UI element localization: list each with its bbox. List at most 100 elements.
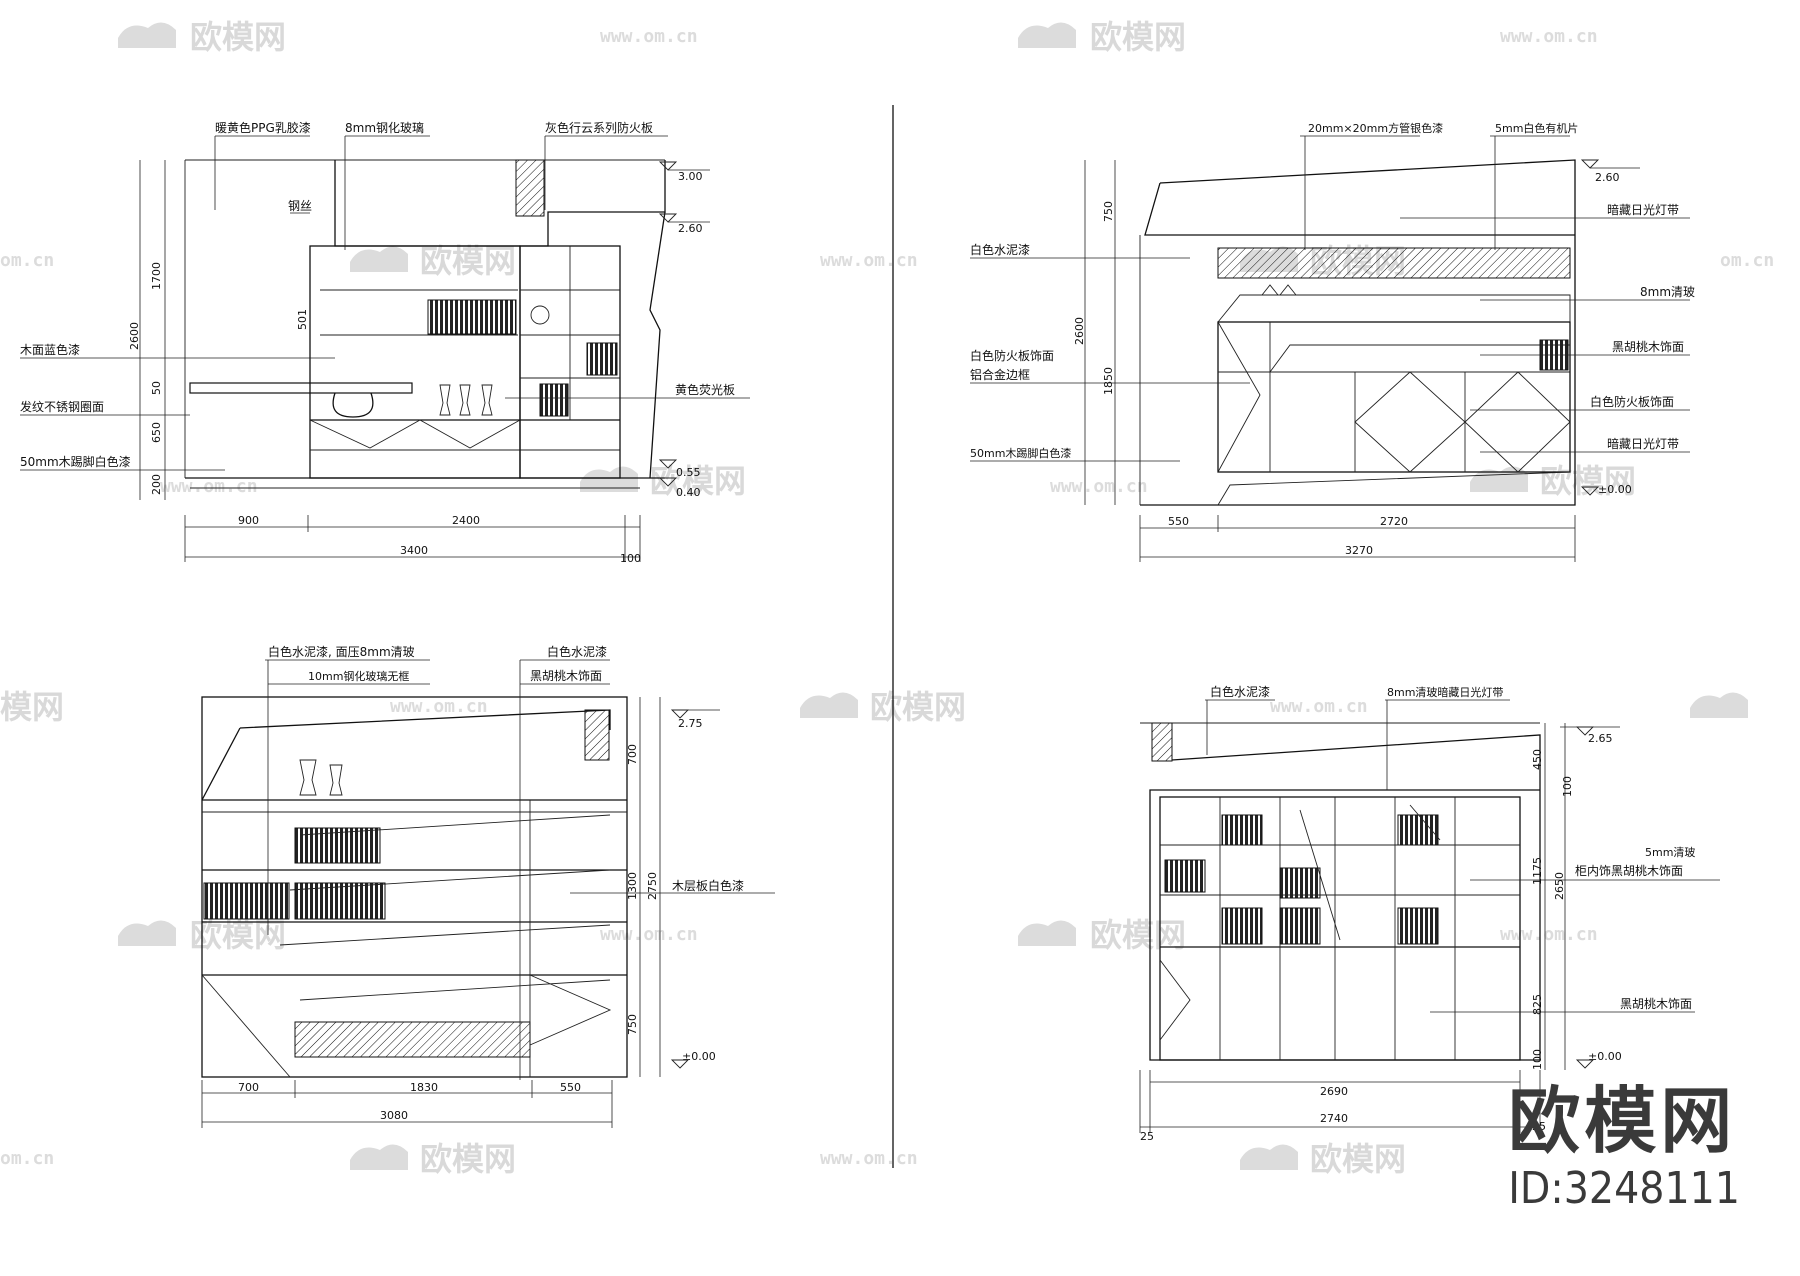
svg-text:±0.00: ±0.00 <box>682 1050 716 1063</box>
watermark-brand-text: 欧模网 <box>420 1140 516 1178</box>
label-yellow-board: 黄色荧光板 <box>675 383 735 397</box>
dim-value: 3400 <box>400 544 428 557</box>
dim-value: 2750 <box>646 872 659 900</box>
level-mark: 2.75 <box>670 709 720 730</box>
dim-value: 550 <box>1168 515 1189 528</box>
dim-value: 501 <box>296 309 309 330</box>
books <box>539 383 569 417</box>
watermark-brand-tail: 模网 <box>0 688 64 726</box>
books <box>294 827 381 864</box>
label-cement: 白色水泥漆 <box>970 242 1030 257</box>
dim-value: 100 <box>620 552 641 565</box>
label-walnut: 黑胡桃木饰面 <box>530 668 602 683</box>
brand-block: 欧模网 ID:3248111 <box>1508 1085 1740 1216</box>
display-wall <box>309 245 521 479</box>
books <box>1397 907 1439 945</box>
elevation-a: 暖黄色PPG乳胶漆 8mm钢化玻璃 灰色行云系列防火板 钢丝 木面蓝色漆 发纹不… <box>20 120 750 565</box>
elevation-c: 白色水泥漆, 面压8mm清玻 10mm钢化玻璃无框 白色水泥漆 黑胡桃木饰面 木… <box>201 644 775 1128</box>
dim-value: 700 <box>626 744 639 765</box>
brand-id: ID:3248111 <box>1508 1163 1740 1215</box>
label-paint-top: 暖黄色PPG乳胶漆 <box>215 120 311 135</box>
ceiling-slope <box>1144 182 1575 236</box>
dim-value: 1830 <box>410 1081 438 1094</box>
label-fire-panel-right: 白色防火板饰面 <box>1590 394 1674 409</box>
elevation-d: 白色水泥漆 8mm清玻暗藏日光灯带 5mm清玻 柜内饰黑胡桃木饰面 黑胡桃木饰面… <box>1139 684 1720 1143</box>
watermark-logo: 欧模网 <box>350 1140 516 1178</box>
soffit <box>334 160 666 247</box>
watermark-url: www.om.cn <box>1500 26 1598 47</box>
outline <box>201 696 628 1078</box>
dim-value: 1850 <box>1102 367 1115 395</box>
watermark-url: www.om.cn <box>820 1148 918 1169</box>
books <box>1164 859 1206 893</box>
steel-ring <box>332 392 374 418</box>
books <box>294 882 386 920</box>
watermark-logo: 欧模网 <box>800 688 966 726</box>
diamond <box>1464 371 1571 473</box>
dim-value: 650 <box>150 422 163 443</box>
books <box>1279 867 1321 899</box>
side-panel <box>649 211 666 479</box>
label-steel: 发纹不锈钢圈面 <box>20 399 104 414</box>
vase <box>299 759 317 796</box>
books <box>1279 907 1321 945</box>
watermark-url: www.om.cn <box>1050 476 1148 497</box>
watermark-logo: 欧模网 <box>1018 916 1186 954</box>
watermark-url: www.om.cn <box>820 250 918 271</box>
outline <box>1140 159 1576 506</box>
vase <box>459 384 471 416</box>
svg-text:±0.00: ±0.00 <box>1588 1050 1622 1063</box>
dim-value: 550 <box>560 1081 581 1094</box>
cabinet <box>1217 321 1571 473</box>
dim-value: 25 <box>1140 1130 1154 1143</box>
diamond <box>1354 371 1466 473</box>
dim-value: 750 <box>1102 201 1115 222</box>
watermark-logo: 欧模网 <box>1018 18 1186 56</box>
watermark-layer: 欧模网 www.om.cn 欧模网 www.om.cn om.cn 欧模网 ww… <box>0 18 1774 1178</box>
label-tube: 20mm×20mm方管银色漆 <box>1308 121 1443 135</box>
books <box>1221 907 1263 945</box>
dim-value: 700 <box>238 1081 259 1094</box>
dim-value: 200 <box>150 474 163 495</box>
watermark-logo: 欧模网 <box>350 242 516 280</box>
dim-value: 2740 <box>1320 1112 1348 1125</box>
watermark-brand-text: 欧模网 <box>1540 462 1636 500</box>
dim-value: 2600 <box>128 322 141 350</box>
dim-value: 750 <box>626 1014 639 1035</box>
watermark-brand-text: 欧模网 <box>1310 1140 1406 1178</box>
watermark-brand-text: 欧模网 <box>1090 916 1186 954</box>
watermark-brand-text: 欧模网 <box>1090 18 1186 56</box>
dim-value: 100 <box>1531 1049 1544 1070</box>
svg-text:±0.00: ±0.00 <box>1598 483 1632 496</box>
dim-value: 450 <box>1531 749 1544 770</box>
watermark-url: www.om.cn <box>1270 696 1368 717</box>
label-shelf: 木层板白色漆 <box>672 878 744 893</box>
kick-slope <box>1217 471 1571 506</box>
flower-decor <box>530 305 550 325</box>
label-cement: 白色水泥漆 <box>547 644 607 659</box>
diamond <box>1217 321 1261 473</box>
vase <box>1261 284 1297 296</box>
dim-value: 50 <box>150 381 163 395</box>
dim-value: 1700 <box>150 262 163 290</box>
label-acrylic: 5mm白色有机片 <box>1495 121 1578 135</box>
label-fireboard: 灰色行云系列防火板 <box>545 120 653 135</box>
top-slope <box>239 709 611 730</box>
dim-value: 2720 <box>1380 515 1408 528</box>
books <box>1397 814 1439 846</box>
elevation-b: 20mm×20mm方管银色漆 5mm白色有机片 暗藏日光灯带 白色水泥漆 8mm… <box>970 121 1695 562</box>
label-fire-panel: 白色防火板饰面 <box>970 348 1054 363</box>
svg-text:2.75: 2.75 <box>678 717 703 730</box>
level-mark: 0.40 <box>658 477 701 499</box>
level-mark: ±0.00 <box>670 1050 716 1069</box>
svg-text:0.40: 0.40 <box>676 486 701 499</box>
label-glass-5: 5mm清玻 <box>1645 846 1695 859</box>
watermark-brand-text: 欧模网 <box>870 688 966 726</box>
brand-name: 欧模网 <box>1508 1079 1737 1164</box>
label-glass: 8mm钢化玻璃 <box>345 121 424 135</box>
svg-text:2.65: 2.65 <box>1588 732 1613 745</box>
label-hidden-light-2: 暗藏日光灯带 <box>1607 436 1679 451</box>
dim-value: 2690 <box>1320 1085 1348 1098</box>
label-walnut: 黑胡桃木饰面 <box>1612 339 1684 354</box>
